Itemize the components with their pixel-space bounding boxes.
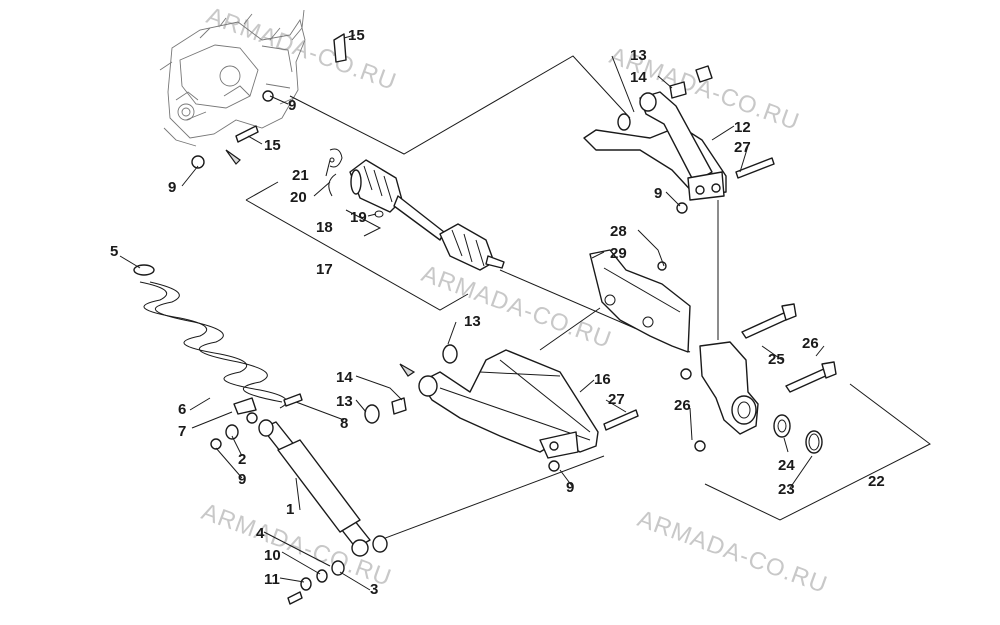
watermark: ARMADA-CO.RU: [634, 505, 831, 599]
callout-10: 10: [264, 547, 281, 564]
callout-14: 14: [336, 369, 353, 386]
callout-24: 24: [778, 457, 795, 474]
callout-3: 3: [370, 581, 378, 598]
group-brackets: [245, 55, 931, 541]
callout-26: 26: [802, 335, 819, 352]
callout-5: 5: [110, 243, 118, 260]
callout-16: 16: [594, 371, 611, 388]
upper-a-arm: [583, 91, 727, 201]
callout-8: 8: [340, 415, 348, 432]
callout-29: 29: [610, 245, 627, 262]
callout-6: 6: [178, 401, 186, 418]
callout-labels: 15 9 15 9 21 20 19 18 17 13 14 12 27 9 2…: [110, 27, 885, 598]
callout-27: 27: [734, 139, 751, 156]
callout-15: 15: [264, 137, 281, 154]
callout-25: 25: [768, 351, 785, 368]
callout-9: 9: [654, 185, 662, 202]
callout-9: 9: [238, 471, 246, 488]
callout-4: 4: [256, 525, 265, 542]
callout-28: 28: [610, 223, 627, 240]
frame-fasteners: [191, 33, 416, 377]
callout-17: 17: [316, 261, 333, 278]
callout-11: 11: [264, 571, 280, 588]
steering-knuckle: [680, 303, 837, 454]
callout-19: 19: [350, 209, 367, 226]
callout-9: 9: [566, 479, 574, 496]
callout-18: 18: [316, 219, 333, 236]
callout-14: 14: [630, 69, 647, 86]
upper-arm-hardware: [617, 65, 775, 214]
lower-arm-hardware: [364, 397, 639, 472]
callout-21: 21: [292, 167, 309, 184]
skid-guard: [589, 249, 691, 353]
callout-2: 2: [238, 451, 246, 468]
callout-13: 13: [336, 393, 353, 410]
callout-13: 13: [630, 47, 647, 64]
callout-27: 27: [608, 391, 625, 408]
callout-1: 1: [286, 501, 294, 518]
lower-a-arm: [418, 344, 599, 459]
coil-spring: [133, 264, 288, 415]
callout-9: 9: [288, 97, 296, 114]
callout-13: 13: [464, 313, 481, 330]
callout-23: 23: [778, 481, 795, 498]
callout-9: 9: [168, 179, 176, 196]
shock-absorber: [210, 393, 388, 605]
callout-12: 12: [734, 119, 751, 136]
drive-axle: [349, 159, 505, 271]
callout-7: 7: [178, 423, 186, 440]
callout-15: 15: [348, 27, 365, 44]
callout-22: 22: [868, 473, 885, 490]
callout-20: 20: [290, 189, 307, 206]
engine-frame-outline: [159, 9, 306, 147]
callout-26: 26: [674, 397, 691, 414]
leader-lines: [119, 34, 825, 591]
